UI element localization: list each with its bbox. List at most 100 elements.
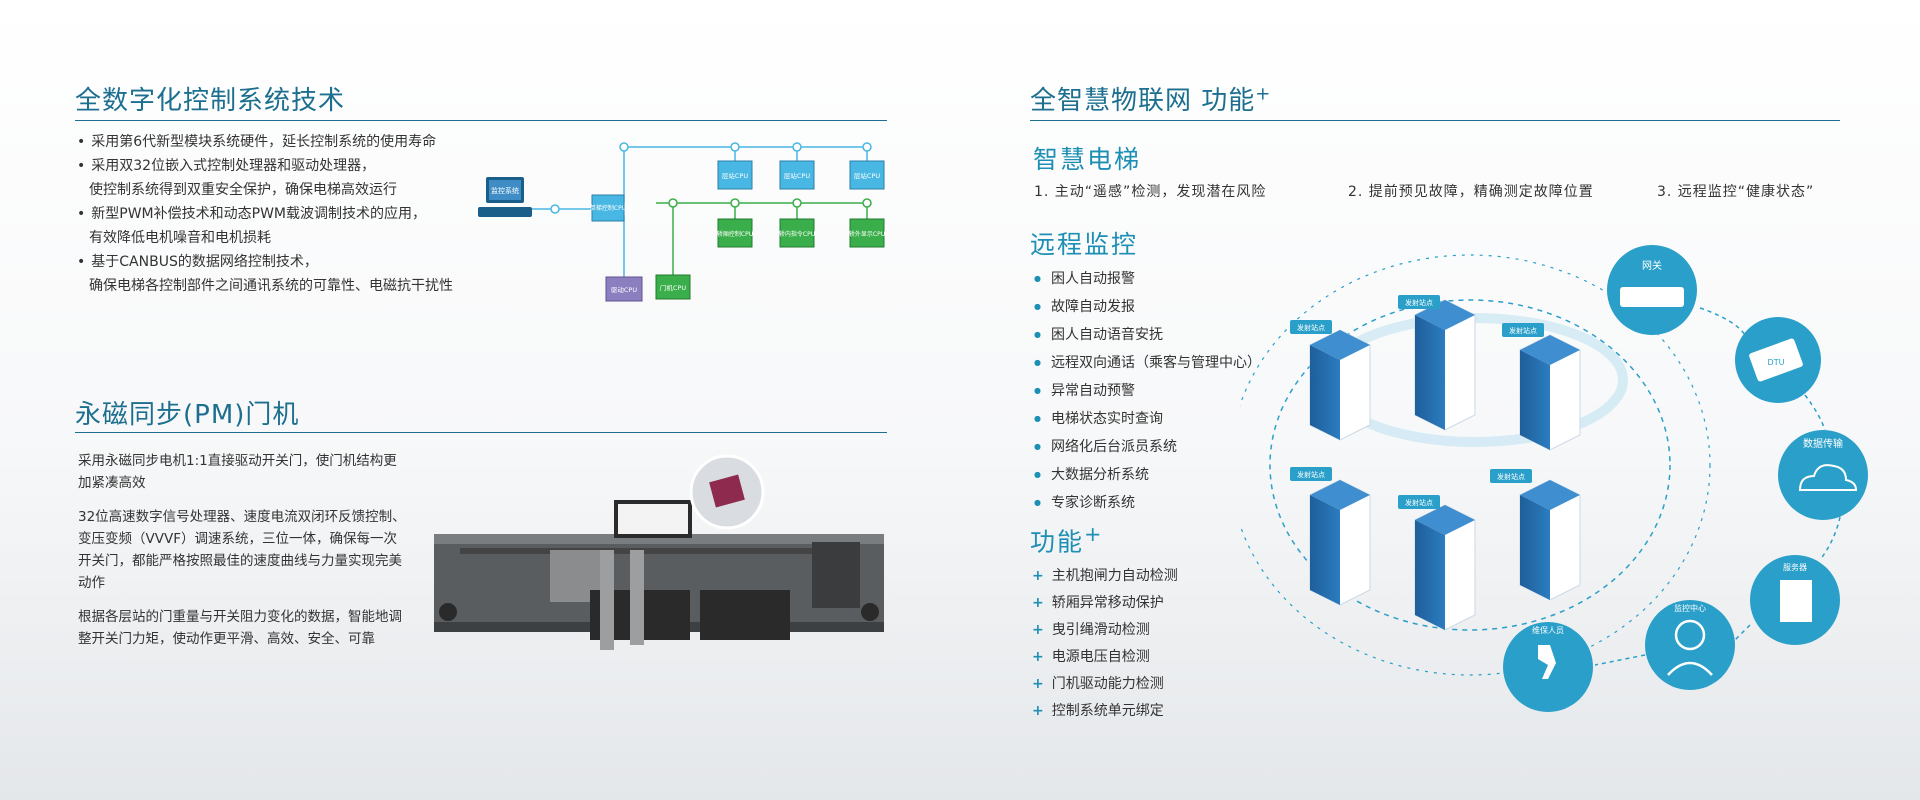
monitor-computer-icon: [478, 177, 532, 217]
digital-bullets: 采用第6代新型模块系统硬件，延长控制系统的使用寿命 采用双32位嵌入式控制处理器…: [77, 130, 453, 298]
pm-title: 永磁同步(PM)门机: [75, 400, 300, 430]
node-tag-label: 发射站点: [1405, 498, 1433, 507]
remote-item: 困人自动语音安抚: [1034, 321, 1261, 349]
gateway-label: 网关: [1642, 259, 1662, 272]
bullet-item: 新型PWM补偿技术和动态PWM载波调制技术的应用，: [77, 202, 453, 226]
cloud-icon: [1798, 464, 1858, 491]
iot-title-text: 全智慧物联网 功能: [1030, 86, 1256, 116]
monitor-center-label: 监控中心: [1674, 603, 1706, 613]
remote-item: 电梯状态实时查询: [1034, 405, 1261, 433]
remote-item: 网络化后台派员系统: [1034, 433, 1261, 461]
plus-title: 功能+: [1030, 522, 1103, 558]
building-icon: [1309, 329, 1371, 441]
building-icon: [1414, 504, 1476, 631]
divider: [1030, 120, 1840, 121]
bullet-continuation: 有效降低电机噪音和电机损耗: [89, 230, 271, 246]
door-cpu-chip: [655, 274, 691, 300]
server-icon: [1780, 580, 1812, 622]
car-cpu-label: 轿外显示CPU: [849, 230, 885, 238]
drive-cpu-label: 驱动CPU: [611, 286, 637, 294]
building-icon: [1519, 479, 1581, 601]
digital-title: 全数字化控制系统技术: [75, 86, 346, 116]
divider: [75, 432, 887, 433]
building-icon: [1309, 479, 1371, 606]
divider: [75, 120, 887, 121]
iot-network-diagram: 发射站点 发射站点 发射站点 发射站点 发射站点 发射站点 网关 DTU 数据传…: [1240, 245, 1868, 712]
router-icon: [1620, 287, 1684, 307]
pm-paragraph: 采用永磁同步电机1:1直接驱动开关门，使门机结构更加紧凑高效: [78, 453, 397, 491]
main-cpu-chip: [591, 194, 625, 222]
node-tag: 发射站点: [1490, 469, 1532, 483]
node-tag: 发射站点: [1290, 467, 1332, 481]
car-cpu-chip: [717, 218, 753, 248]
node-tag: 发射站点: [1398, 495, 1440, 509]
bullet-item: 基于CANBUS的数据网络控制技术，: [77, 250, 453, 274]
node-tag-label: 发射站点: [1405, 298, 1433, 307]
plus-item: 轿厢异常移动保护: [1032, 590, 1178, 617]
plus-icon: +: [1084, 522, 1104, 546]
node-tag-label: 发射站点: [1297, 323, 1325, 332]
node-tag: 发射站点: [1290, 320, 1332, 334]
monitor-label: 监控系统: [491, 186, 519, 195]
headset-icon: [1674, 619, 1706, 651]
remote-item: 专家诊断系统: [1034, 489, 1261, 517]
remote-list: 困人自动报警 故障自动发报 困人自动语音安抚 远程双向通话（乘客与管理中心） 异…: [1034, 265, 1261, 517]
monitor-center-node: [1645, 600, 1735, 690]
bullet-continuation: 确保电梯各控制部件之间通讯系统的可靠性、电磁抗干扰性: [89, 278, 453, 294]
worker-icon: [1538, 645, 1556, 679]
remote-item: 大数据分析系统: [1034, 461, 1261, 489]
bullet-item: 采用第6代新型模块系统硬件，延长控制系统的使用寿命: [77, 130, 453, 154]
remote-item: 困人自动报警: [1034, 265, 1261, 293]
drive-cpu-chip: [605, 276, 643, 302]
plus-item: 曳引绳滑动检测: [1032, 617, 1178, 644]
floor-cpu-chip: [779, 160, 815, 190]
building-icon: [1519, 334, 1581, 451]
remote-title: 远程监控: [1030, 230, 1139, 259]
smart-title: 智慧电梯: [1033, 145, 1142, 174]
bullet-item: 采用双32位嵌入式控制处理器和驱动处理器，: [77, 154, 453, 178]
node-tag-label: 发射站点: [1497, 472, 1525, 481]
dtu-icon: [1749, 338, 1803, 382]
node-tag: 发射站点: [1502, 323, 1544, 337]
maintenance-label: 维保人员: [1532, 625, 1564, 635]
main-cpu-label: 单梯控制CPU: [590, 204, 626, 212]
floor-cpu-chip: [849, 160, 885, 190]
cpu-diagram: 监控系统 单梯控制CPU 层站CPU 层站CPU 层站CPU 轿厢控制CPU 轿…: [478, 142, 885, 302]
floor-cpu-chip: [717, 160, 753, 190]
smart-item: 3. 远程监控“健康状态”: [1657, 184, 1815, 200]
door-cpu-label: 门机CPU: [660, 283, 686, 292]
node-tag-label: 发射站点: [1509, 326, 1537, 335]
dtu-label: DTU: [1768, 358, 1785, 367]
remote-item: 远程双向通话（乘客与管理中心）: [1034, 349, 1261, 377]
pm-paragraph: 根据各层站的门重量与开关阻力变化的数据，智能地调整开关门力矩，使动作更平滑、高效…: [78, 609, 402, 647]
floor-cpu-label: 层站CPU: [854, 171, 880, 180]
bullet-continuation: 使控制系统得到双重安全保护，确保电梯高效运行: [89, 182, 397, 198]
car-cpu-label: 轿厢控制CPU: [717, 230, 753, 238]
plus-item: 门机驱动能力检测: [1032, 671, 1178, 698]
node-tag-label: 发射站点: [1297, 470, 1325, 479]
plus-list: 主机抱闸力自动检测 轿厢异常移动保护 曳引绳滑动检测 电源电压自检测 门机驱动能…: [1032, 563, 1178, 725]
building-icon: [1414, 299, 1476, 431]
plus-icon: +: [1255, 83, 1272, 105]
plus-item: 电源电压自检测: [1032, 644, 1178, 671]
car-cpu-chip: [779, 218, 815, 248]
remote-item: 异常自动预警: [1034, 377, 1261, 405]
floor-cpu-label: 层站CPU: [784, 171, 810, 180]
remote-item: 故障自动发报: [1034, 293, 1261, 321]
node-tag: 发射站点: [1398, 295, 1440, 309]
smart-item: 2. 提前预见故障，精确测定故障位置: [1348, 184, 1594, 200]
pm-paragraph: 32位高速数字信号处理器、速度电流双闭环反馈控制、变压变频（VVVF）调速系统，…: [78, 509, 406, 591]
car-cpu-chip: [849, 218, 885, 248]
plus-title-text: 功能: [1030, 527, 1085, 557]
pm-paragraphs: 采用永磁同步电机1:1直接驱动开关门，使门机结构更加紧凑高效 32位高速数字信号…: [78, 450, 408, 662]
data-transfer-node: [1778, 430, 1868, 520]
plus-item: 主机抱闸力自动检测: [1032, 563, 1178, 590]
data-transfer-label: 数据传输: [1803, 437, 1843, 450]
smart-item: 1. 主动“遥感”检测，发现潜在风险: [1034, 184, 1267, 200]
server-label: 服务器: [1783, 562, 1807, 572]
plus-item: 控制系统单元绑定: [1032, 698, 1178, 725]
floor-cpu-label: 层站CPU: [722, 171, 748, 180]
door-machine-image: [434, 454, 884, 650]
car-cpu-label: 轿内指令CPU: [779, 230, 815, 238]
iot-title: 全智慧物联网 功能+: [1030, 80, 1271, 117]
